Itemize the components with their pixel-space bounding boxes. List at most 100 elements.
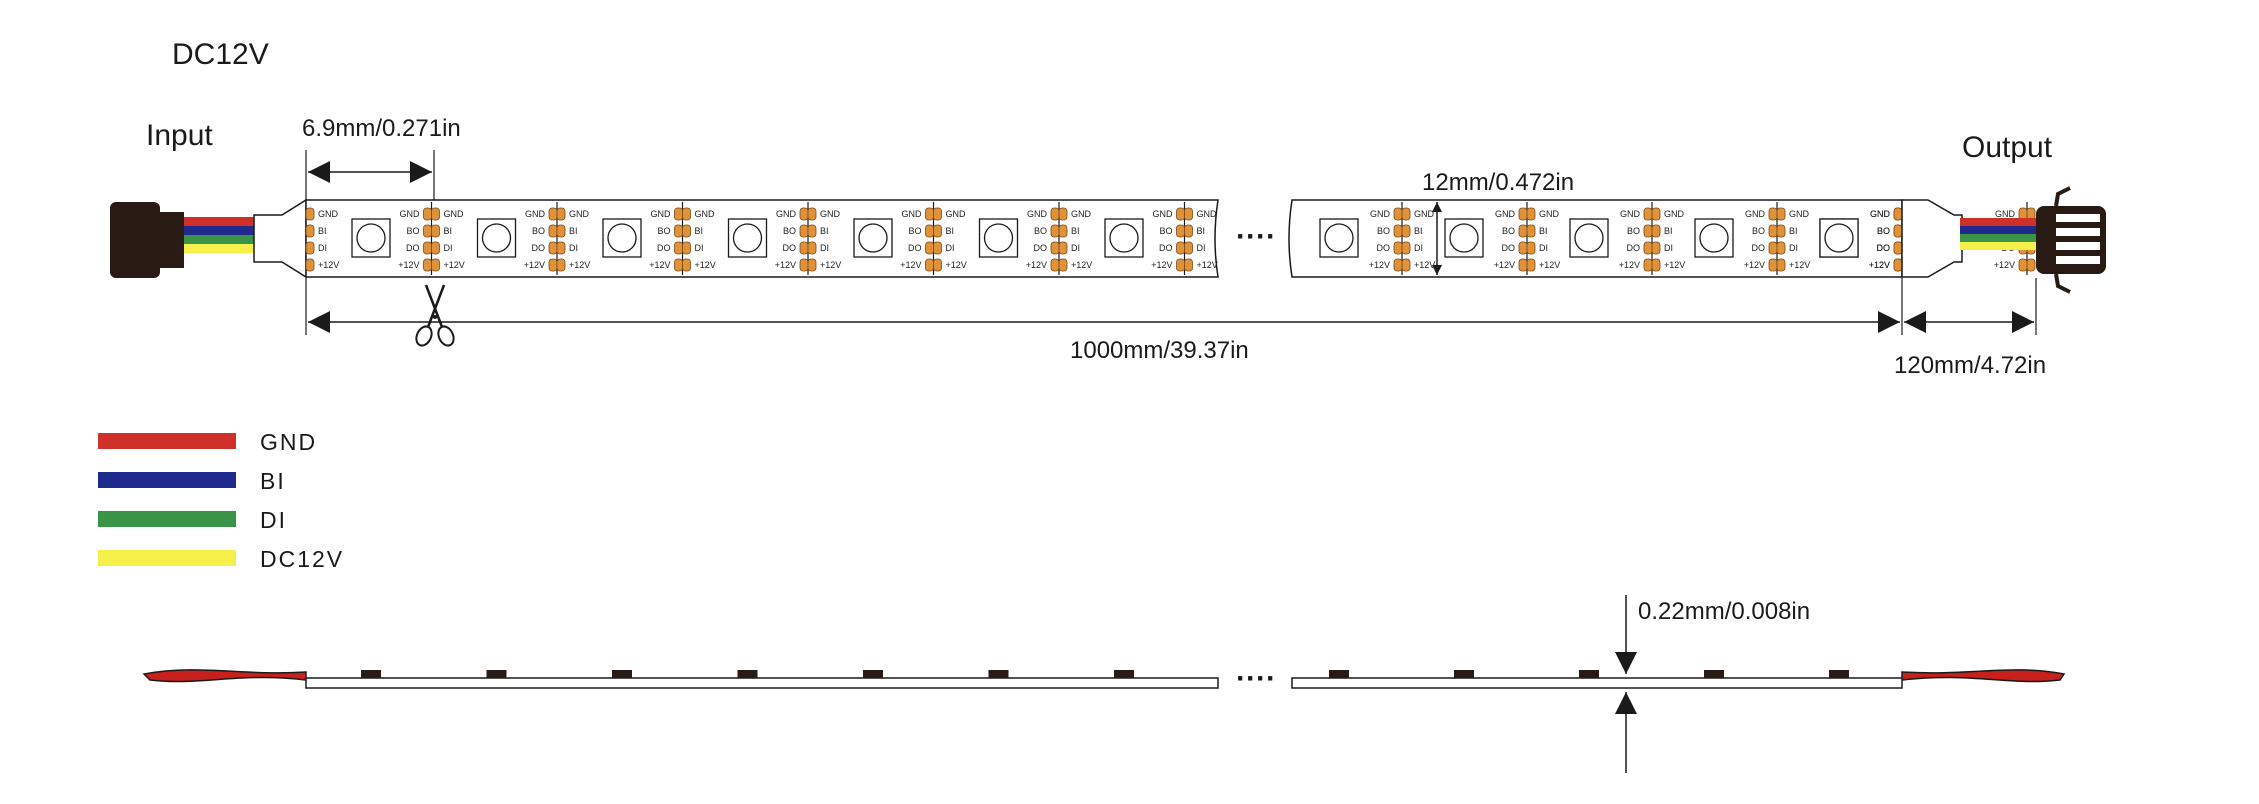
pad-label: +12V	[695, 260, 716, 270]
solder-pad	[925, 207, 934, 221]
solder-pad	[1401, 224, 1411, 238]
voltage-title: DC12V	[172, 38, 269, 71]
solder-pad	[1643, 224, 1653, 238]
solder-pad	[1050, 241, 1060, 255]
side-strip-right	[1291, 677, 1903, 689]
solder-pad	[423, 241, 432, 255]
legend-item: BI	[98, 468, 284, 494]
solder-pad	[1176, 207, 1185, 221]
solder-pad	[1184, 207, 1193, 221]
solder-pad	[1058, 241, 1068, 255]
pad-label: +12V	[820, 260, 841, 270]
solder-pad	[1776, 241, 1786, 255]
solder-pad	[682, 207, 691, 221]
pad-label: DO	[1877, 243, 1891, 253]
solder-pad	[1893, 207, 1903, 221]
side-led-chip	[1829, 670, 1849, 678]
solder-pad	[807, 207, 817, 221]
led-chip-lens	[1449, 223, 1479, 253]
solder-pad	[1651, 207, 1661, 221]
solder-pad	[682, 258, 691, 272]
led-chip-lens	[1699, 223, 1729, 253]
pad-label: GND	[946, 209, 967, 219]
lead-wire-label: 120mm/4.72in	[1894, 352, 2046, 379]
solder-pad	[1401, 207, 1411, 221]
side-led-chip	[612, 670, 632, 678]
output-wire-bi	[1960, 226, 2038, 234]
input-wire-bi	[184, 226, 256, 235]
solder-pad	[431, 224, 440, 238]
width-label: 12mm/0.472in	[1422, 169, 1574, 196]
legend-label: DC12V	[260, 546, 344, 572]
pad-label: GND	[1995, 209, 2016, 219]
pad-label: BI	[318, 226, 327, 236]
legend-item: DI	[98, 507, 285, 533]
legend-swatch	[98, 433, 236, 449]
pad-label: DI	[1789, 243, 1798, 253]
solder-pad	[1393, 224, 1403, 238]
pad-label: DI	[695, 243, 704, 253]
solder-pad	[682, 224, 691, 238]
solder-pad	[1050, 207, 1060, 221]
led-chip	[1694, 218, 1734, 258]
solder-pad	[1393, 258, 1403, 272]
pad-label: BO	[1502, 226, 1515, 236]
solder-pad	[807, 258, 817, 272]
input-strain-relief	[253, 198, 307, 279]
solder-pad	[674, 224, 683, 238]
solder-pad	[1893, 258, 1903, 272]
led-chip	[1444, 218, 1484, 258]
pad-label: BO	[406, 226, 419, 236]
pad-label: DI	[946, 243, 955, 253]
side-led-chip	[863, 670, 883, 678]
pad-label: BI	[1664, 226, 1673, 236]
wire-legend: GND BI DI DC12V	[98, 429, 344, 572]
dimension-cut-pitch: 6.9mm/0.271in	[302, 115, 461, 200]
solder-pad	[1893, 241, 1903, 255]
pad-label: GND	[1197, 209, 1218, 219]
solder-pad	[933, 241, 942, 255]
pad-label: BO	[532, 226, 545, 236]
solder-pad	[556, 241, 566, 255]
solder-pad	[1401, 258, 1411, 272]
solder-pad	[799, 207, 809, 221]
output-label: Output	[1962, 131, 2053, 164]
side-led-chip	[737, 670, 758, 678]
pad-label: GND	[1071, 209, 1092, 219]
led-chip	[476, 218, 517, 258]
pad-label: +12V	[1026, 260, 1047, 270]
legend-label: GND	[260, 429, 317, 455]
solder-pad	[799, 258, 809, 272]
input-plug-neck	[160, 212, 184, 268]
solder-pad	[431, 241, 440, 255]
solder-pad	[1643, 241, 1653, 255]
dimension-lead-wire: 120mm/4.72in	[1894, 278, 2046, 379]
solder-pad	[1184, 258, 1193, 272]
side-strip-left	[305, 677, 1219, 689]
pad-label: +12V	[398, 260, 419, 270]
input-wire-gnd	[184, 217, 256, 226]
pad-label: GND	[651, 209, 672, 219]
led-chip-lens	[732, 223, 763, 253]
pad-label: DO	[1502, 243, 1516, 253]
solder-pad	[305, 241, 315, 255]
pad-label: GND	[1539, 209, 1560, 219]
solder-pad	[674, 241, 683, 255]
pad-label: +12V	[649, 260, 670, 270]
output-plug-latch-top	[2054, 186, 2071, 207]
pad-label: DI	[569, 243, 578, 253]
solder-pad	[1518, 224, 1528, 238]
pad-label: BO	[908, 226, 921, 236]
solder-pad	[925, 258, 934, 272]
dimension-thickness: 0.22mm/0.008in	[1615, 595, 1810, 773]
solder-pad	[674, 258, 683, 272]
solder-pad	[548, 241, 558, 255]
side-led-chip	[1329, 670, 1349, 678]
pad-label: +12V	[1414, 260, 1435, 270]
solder-pad	[423, 224, 432, 238]
